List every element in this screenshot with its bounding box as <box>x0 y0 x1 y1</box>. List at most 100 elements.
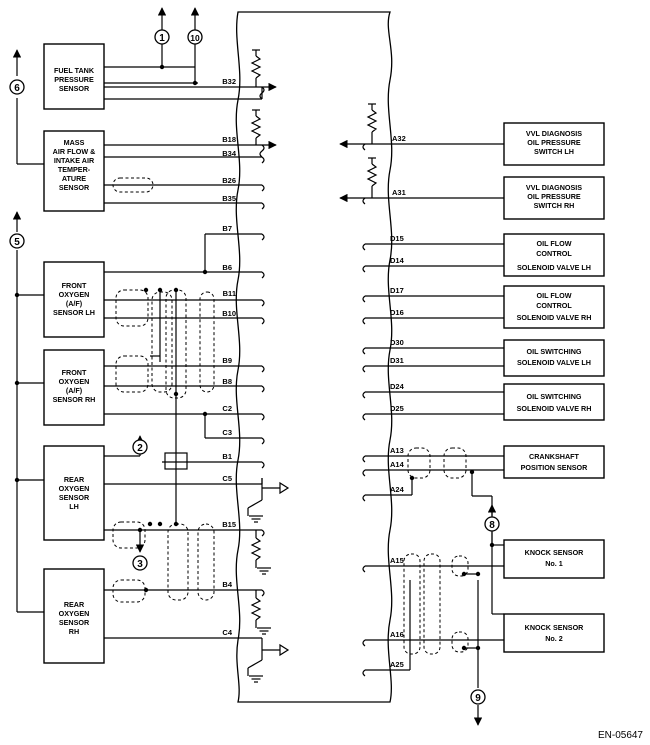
pin-d17: D17 <box>390 286 404 295</box>
svg-text:TEMPER-: TEMPER- <box>58 165 91 174</box>
rear-oxygen-sensor-rh-box <box>43 568 105 664</box>
ref-1: 1 <box>159 33 165 44</box>
pin-b18: B18 <box>222 135 236 144</box>
fuel-tank-pressure-sensor-label: FUEL TANK PRESSURE SENSOR <box>54 66 95 93</box>
pin-b1: B1 <box>222 452 232 461</box>
svg-text:SWITCH RH: SWITCH RH <box>534 201 575 210</box>
pin-b8: B8 <box>222 377 232 386</box>
svg-text:(A/F): (A/F) <box>66 299 83 308</box>
svg-text:OXYGEN: OXYGEN <box>59 484 90 493</box>
svg-text:RH: RH <box>69 627 79 636</box>
ref-6: 6 <box>14 83 20 94</box>
vvl-oil-pressure-switch-rh-label: VVL DIAGNOSIS OIL PRESSURE SWITCH RH <box>526 183 582 210</box>
svg-text:ATURE: ATURE <box>62 174 86 183</box>
oil-switching-valve-rh-box <box>503 383 605 421</box>
pin-b10: B10 <box>222 309 236 318</box>
pin-d25: D25 <box>390 404 404 413</box>
svg-text:SENSOR RH: SENSOR RH <box>53 395 96 404</box>
rear-oxygen-sensor-lh-box <box>43 445 105 541</box>
right-shields <box>403 447 469 655</box>
document-code: EN-05647 <box>598 730 643 741</box>
svg-text:OXYGEN: OXYGEN <box>59 377 90 386</box>
fuel-tank-pressure-sensor-box <box>43 43 105 110</box>
svg-text:FUEL TANK: FUEL TANK <box>54 66 95 75</box>
pin-c4: C4 <box>222 628 232 637</box>
ecm-body <box>235 11 393 703</box>
svg-text:OIL SWITCHING: OIL SWITCHING <box>527 392 582 401</box>
crankshaft-position-sensor-box <box>503 445 605 479</box>
svg-text:AIR FLOW &: AIR FLOW & <box>53 147 96 156</box>
rear-oxygen-sensor-rh-label: REAR OXYGEN SENSOR RH <box>59 600 90 636</box>
front-oxygen-sensor-rh-box <box>43 349 105 426</box>
svg-text:SOLENOID VALVE RH: SOLENOID VALVE RH <box>517 313 592 322</box>
svg-text:REAR: REAR <box>64 475 85 484</box>
pin-d14: D14 <box>390 256 405 265</box>
front-oxygen-sensor-lh-label: FRONT OXYGEN (A/F) SENSOR LH <box>53 281 95 317</box>
left-wires <box>12 7 277 639</box>
pin-c2: C2 <box>222 404 232 413</box>
svg-text:LH: LH <box>69 502 79 511</box>
oil-flow-control-valve-lh-label: OIL FLOW CONTROL SOLENOID VALVE LH <box>517 239 591 272</box>
left-shields <box>112 177 215 603</box>
svg-text:OIL PRESSURE: OIL PRESSURE <box>527 138 581 147</box>
svg-text:FRONT: FRONT <box>62 368 87 377</box>
ecm-output-transistors <box>247 478 290 683</box>
svg-text:INTAKE AIR: INTAKE AIR <box>54 156 95 165</box>
svg-text:SENSOR: SENSOR <box>59 84 90 93</box>
ecm-right-connector-stubs <box>362 143 366 677</box>
svg-text:FRONT: FRONT <box>62 281 87 290</box>
oil-flow-control-valve-rh-box <box>503 285 605 329</box>
maf-iat-sensor-box <box>43 130 105 212</box>
pin-c5: C5 <box>222 474 232 483</box>
ref-8: 8 <box>489 520 495 531</box>
rear-oxygen-sensor-lh-label: REAR OXYGEN SENSOR LH <box>59 475 90 511</box>
svg-text:CONTROL: CONTROL <box>536 301 572 310</box>
oil-switching-valve-rh-label: OIL SWITCHING SOLENOID VALVE RH <box>517 392 592 413</box>
svg-text:SENSOR: SENSOR <box>59 618 90 627</box>
pin-d16: D16 <box>390 308 404 317</box>
knock-sensor-2-box <box>503 613 605 653</box>
oil-flow-control-valve-lh-box <box>503 233 605 277</box>
ecm-pullup-resistors-right <box>366 103 378 198</box>
pin-b26: B26 <box>222 176 236 185</box>
svg-text:SOLENOID VALVE LH: SOLENOID VALVE LH <box>517 358 591 367</box>
pin-a16: A16 <box>390 630 404 639</box>
svg-text:No. 2: No. 2 <box>545 634 563 643</box>
svg-text:SENSOR LH: SENSOR LH <box>53 308 95 317</box>
svg-text:MASS: MASS <box>64 138 85 147</box>
pin-b35: B35 <box>222 194 236 203</box>
knock-sensor-1-box <box>503 539 605 579</box>
pin-b15: B15 <box>222 520 236 529</box>
ref-9: 9 <box>475 693 481 704</box>
pin-a13: A13 <box>390 446 404 455</box>
front-oxygen-sensor-lh-box <box>43 261 105 338</box>
pin-d15: D15 <box>390 234 404 243</box>
svg-text:OXYGEN: OXYGEN <box>59 290 90 299</box>
pin-b9: B9 <box>222 356 232 365</box>
ref-3: 3 <box>137 559 143 570</box>
ecm-pullup-resistors-left <box>250 49 272 635</box>
pin-labels-left: B32 B18 B34 B26 B35 B7 B6 B11 B10 B9 B8 … <box>222 77 237 637</box>
pin-d30: D30 <box>390 338 404 347</box>
pin-d24: D24 <box>390 382 405 391</box>
svg-text:SOLENOID VALVE RH: SOLENOID VALVE RH <box>517 404 592 413</box>
svg-text:OIL SWITCHING: OIL SWITCHING <box>527 347 582 356</box>
pin-a15: A15 <box>390 556 404 565</box>
svg-text:VVL DIAGNOSIS: VVL DIAGNOSIS <box>526 183 582 192</box>
pin-a31: A31 <box>392 188 406 197</box>
svg-text:CONTROL: CONTROL <box>536 249 572 258</box>
pin-labels-right: A32 A31 D15 D14 D17 D16 D30 D31 D24 D25 … <box>390 134 406 669</box>
svg-text:OIL PRESSURE: OIL PRESSURE <box>527 192 581 201</box>
oil-flow-control-valve-rh-label: OIL FLOW CONTROL SOLENOID VALVE RH <box>517 291 592 322</box>
svg-text:SENSOR: SENSOR <box>59 493 90 502</box>
oil-switching-valve-lh-box <box>503 339 605 377</box>
pin-a25: A25 <box>390 660 404 669</box>
ecm-left-connector-stubs <box>259 86 265 597</box>
svg-text:OXYGEN: OXYGEN <box>59 609 90 618</box>
ref-2: 2 <box>137 443 143 454</box>
pin-a32: A32 <box>392 134 406 143</box>
oil-switching-valve-lh-label: OIL SWITCHING SOLENOID VALVE LH <box>517 347 591 367</box>
svg-text:OIL FLOW: OIL FLOW <box>536 239 571 248</box>
pin-b7: B7 <box>222 224 232 233</box>
